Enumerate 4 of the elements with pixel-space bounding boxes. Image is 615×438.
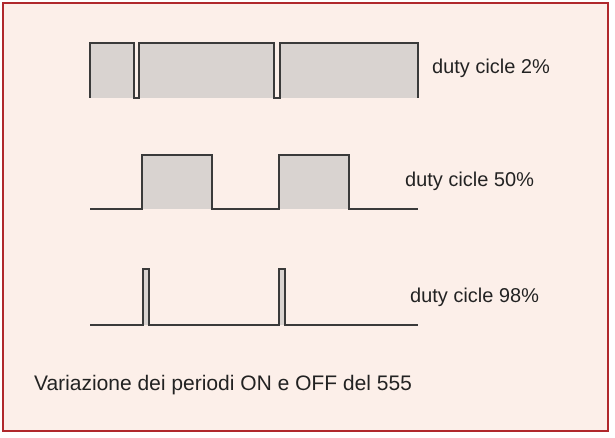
caption: Variazione dei periodi ON e OFF del 555 [34,372,412,396]
waveform-label: duty cicle 98% [410,285,539,308]
waveform-label: duty cicle 50% [405,169,534,192]
waveform-label: duty cicle 2% [432,56,550,79]
